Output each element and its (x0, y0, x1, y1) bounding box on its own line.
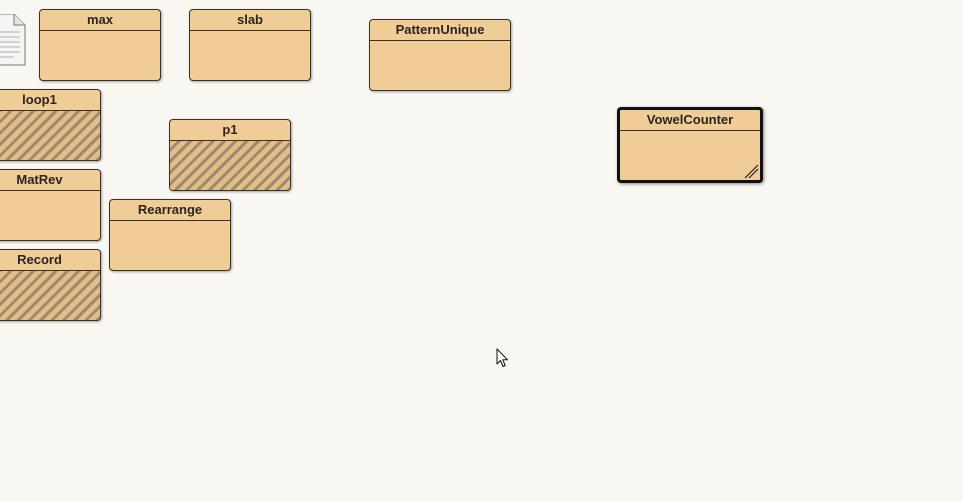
class-name: VowelCounter (620, 110, 760, 131)
class-p1[interactable]: p1 (169, 119, 291, 191)
document-icon[interactable] (0, 14, 26, 66)
class-body (370, 41, 510, 90)
class-name: slab (190, 10, 310, 31)
class-body (110, 221, 230, 270)
class-slab[interactable]: slab (189, 9, 311, 81)
class-body (0, 111, 100, 160)
mouse-pointer-icon (496, 348, 508, 367)
class-mat-rev[interactable]: MatRev (0, 169, 101, 241)
resize-grip-icon[interactable] (743, 163, 759, 179)
class-name: PatternUnique (370, 20, 510, 41)
class-name: max (40, 10, 160, 31)
class-max[interactable]: max (39, 9, 161, 81)
class-record[interactable]: Record (0, 249, 101, 321)
class-body (40, 31, 160, 80)
class-body (190, 31, 310, 80)
class-name: Rearrange (110, 200, 230, 221)
class-loop1[interactable]: loop1 (0, 89, 101, 161)
class-vowel-counter[interactable]: VowelCounter (617, 107, 763, 183)
class-body (620, 131, 760, 180)
class-name: Record (0, 250, 100, 271)
class-name: loop1 (0, 90, 100, 111)
class-rearrange[interactable]: Rearrange (109, 199, 231, 271)
class-body (0, 271, 100, 320)
class-name: MatRev (0, 170, 100, 191)
class-name: p1 (170, 120, 290, 141)
class-body (170, 141, 290, 190)
class-pattern-unique[interactable]: PatternUnique (369, 19, 511, 91)
class-body (0, 191, 100, 240)
